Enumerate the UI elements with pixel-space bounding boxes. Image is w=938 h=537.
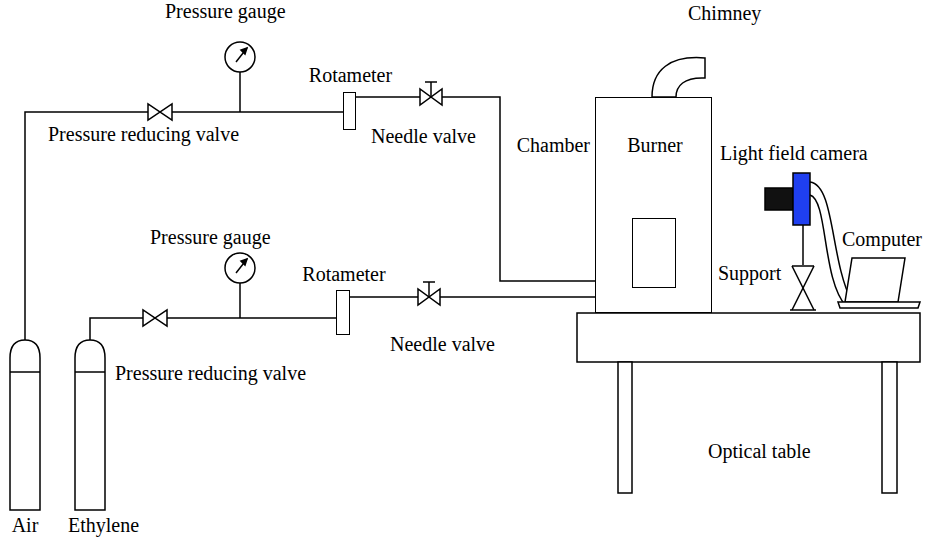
rotameter-box: Rotameter [343, 92, 356, 130]
part-label: Pressure reducing valve [115, 362, 306, 385]
laptop [838, 258, 920, 308]
gas-line [356, 97, 632, 281]
gas-line [90, 318, 336, 340]
node-label: Rotameter [302, 263, 385, 286]
part-label: Pressure reducing valve [48, 123, 239, 146]
part-label: Light field camera [720, 142, 868, 165]
node-label: Burner [627, 134, 683, 157]
part-label: Needle valve [371, 125, 476, 148]
part-label: Needle valve [390, 333, 495, 356]
part-label: Pressure gauge [150, 226, 271, 249]
gas-cylinder: Ethylene [75, 340, 105, 510]
needle-valve [418, 282, 440, 305]
light-field-camera [765, 173, 810, 225]
cable [810, 195, 846, 306]
pressure-gauge [225, 253, 255, 318]
node-label: Chamber [517, 134, 590, 157]
cylinder-outline [75, 340, 105, 510]
node-label: Ethylene [68, 514, 139, 537]
camera-support [790, 225, 816, 310]
part-label: Computer [842, 228, 922, 251]
pressure-reducing-valve [143, 310, 167, 326]
chimney [652, 58, 705, 97]
chamber-box: ChamberBurner [595, 97, 712, 313]
cylinder-outline [10, 340, 40, 510]
part-label: Optical table [708, 440, 811, 463]
part-label: Chimney [688, 2, 761, 25]
node-label: Air [12, 514, 39, 537]
gas-line [25, 112, 343, 340]
pressure-reducing-valve [148, 104, 172, 120]
rotameter-box: Rotameter [336, 290, 350, 335]
needle-valve [420, 82, 442, 105]
pressure-gauge [225, 42, 255, 112]
part-label: Support [718, 262, 781, 285]
optical-table [577, 313, 920, 493]
gas-cylinder: Air [10, 340, 40, 510]
part-label: Pressure gauge [165, 0, 286, 23]
node-label: Rotameter [309, 64, 392, 87]
burner-box: Burner [632, 218, 676, 288]
